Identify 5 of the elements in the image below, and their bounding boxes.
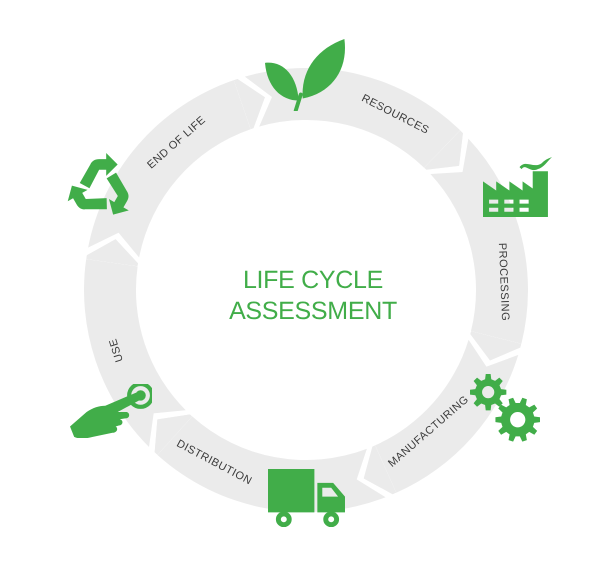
stage-label: PROCESSING: [494, 242, 511, 322]
stage-label: USE: [107, 336, 127, 363]
ring-segment: [88, 80, 251, 258]
ring-segment: [430, 138, 528, 344]
diagram-title: LIFE CYCLE ASSESSMENT: [228, 264, 398, 326]
